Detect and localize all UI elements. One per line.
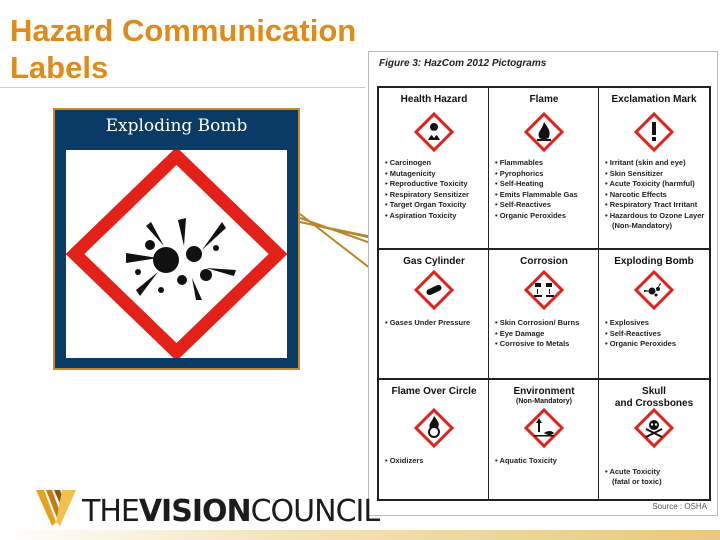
cell-title: Gas Cylinder <box>403 256 465 267</box>
pictogram-cell-flame: Flame Flammables Pyrophorics Self-Heatin… <box>489 88 599 248</box>
vision-council-logo: THEVISIONCOUNCIL <box>34 488 380 529</box>
cell-title: Flame Over Circle <box>391 386 477 397</box>
cell-title: Exclamation Mark <box>611 94 697 105</box>
cell-items: Irritant (skin and eye) Skin Sensitizer … <box>605 158 705 232</box>
list-item: Narcotic Effects <box>605 190 705 201</box>
grid-divider <box>488 88 489 499</box>
cell-items: Flammables Pyrophorics Self-Heating Emit… <box>495 158 595 221</box>
logo-mark-icon <box>36 490 76 526</box>
list-item: Carcinogen <box>385 158 485 169</box>
cell-items: Gases Under Pressure <box>385 318 485 329</box>
list-item: Hazardous to Ozone Layer (Non-Mandatory) <box>605 211 705 232</box>
source-caption: Source : OSHA <box>652 502 707 511</box>
pictogram-cell-gas-cylinder: Gas Cylinder Gases Under Pressure <box>379 250 489 378</box>
grid-divider <box>379 378 709 380</box>
grid-divider <box>598 88 599 499</box>
exploding-bomb-card: Exploding Bomb <box>53 108 300 370</box>
health-hazard-icon <box>414 112 454 152</box>
cell-items: Aquatic Toxicity <box>495 456 595 467</box>
cell-items: Oxidizers <box>385 456 485 467</box>
figure-title: Figure 3: HazCom 2012 Pictograms <box>379 58 547 69</box>
exploding-bomb-icon <box>634 270 674 310</box>
cell-items: Acute Toxicity (fatal or toxic) <box>605 456 705 498</box>
slide-title: Hazard Communication Labels <box>10 13 357 85</box>
pictogram-cell-flame-over-circle: Flame Over Circle Oxidizers <box>379 380 489 499</box>
skull-and-crossbones-icon <box>634 408 674 448</box>
list-item: Respiratory Tract Irritant <box>605 200 705 211</box>
list-item: Skin Corrosion/ Burns <box>495 318 595 329</box>
pictogram-cell-exploding-bomb: Exploding Bomb Explosives Self-Reactives… <box>599 250 709 378</box>
card-image-area <box>65 146 288 362</box>
cell-subtitle: (Non-Mandatory) <box>516 398 572 405</box>
list-item: Gases Under Pressure <box>385 318 485 329</box>
pictogram-cell-corrosion: Corrosion Skin Corrosion/ Burns Eye Dama… <box>489 250 599 378</box>
list-item: Reproductive Toxicity <box>385 179 485 190</box>
list-item: Target Organ Toxicity <box>385 200 485 211</box>
flame-over-circle-icon <box>414 408 454 448</box>
list-item: Corrosive to Metals <box>495 339 595 350</box>
card-title: Exploding Bomb <box>105 116 248 136</box>
cell-items: Skin Corrosion/ Burns Eye Damage Corrosi… <box>495 318 595 350</box>
flame-icon <box>524 112 564 152</box>
logo-text-vision: VISION <box>138 494 252 529</box>
environment-icon <box>524 408 564 448</box>
pictogram-cell-environment: Environment (Non-Mandatory) Aquatic Toxi… <box>489 380 599 499</box>
list-item: Flammables <box>495 158 595 169</box>
list-item: Organic Peroxides <box>495 211 595 222</box>
list-item: Oxidizers <box>385 456 485 467</box>
corrosion-icon <box>524 270 564 310</box>
exclamation-mark-icon <box>634 112 674 152</box>
list-item: Aspiration Toxicity <box>385 211 485 222</box>
cell-items: Carcinogen Mutagenicity Reproductive Tox… <box>385 158 485 221</box>
pictogram-cell-exclamation-mark: Exclamation Mark Irritant (skin and eye)… <box>599 88 709 248</box>
cell-title: Exploding Bomb <box>614 256 694 267</box>
list-item: Skin Sensitizer <box>605 169 705 180</box>
logo-text: THEVISIONCOUNCIL <box>82 494 380 529</box>
pictogram-grid: Health Hazard Carcinogen Mutagenicity Re… <box>377 86 711 501</box>
list-item: Acute Toxicity (fatal or toxic) <box>605 467 705 488</box>
list-item: Self-Reactives <box>495 200 595 211</box>
list-item: Organic Peroxides <box>605 339 705 350</box>
list-item: Pyrophorics <box>495 169 595 180</box>
list-item: Aquatic Toxicity <box>495 456 595 467</box>
pictogram-cell-health-hazard: Health Hazard Carcinogen Mutagenicity Re… <box>379 88 489 248</box>
list-item: Eye Damage <box>495 329 595 340</box>
exploding-bomb-icon <box>65 146 288 362</box>
cell-title: Environment <box>513 386 575 397</box>
cell-title: Skull and Crossbones <box>614 386 694 409</box>
list-item: Mutagenicity <box>385 169 485 180</box>
list-item: Explosives <box>605 318 705 329</box>
cell-title: Corrosion <box>520 256 568 267</box>
grid-divider <box>379 248 709 250</box>
cell-title: Flame <box>529 94 559 105</box>
cell-title: Health Hazard <box>400 94 468 105</box>
list-item: Emits Flammable Gas <box>495 190 595 201</box>
list-item: Irritant (skin and eye) <box>605 158 705 169</box>
list-item: Respiratory Sensitizer <box>385 190 485 201</box>
logo-text-the: THE <box>82 494 140 529</box>
bottom-band <box>0 530 720 540</box>
list-item: Self-Reactives <box>605 329 705 340</box>
logo-text-council: COUNCIL <box>250 494 380 529</box>
hazcom-figure: Figure 3: HazCom 2012 Pictograms Health … <box>368 51 718 516</box>
pictogram-cell-skull-and-crossbones: Skull and Crossbones Acute Toxicity (fat… <box>599 380 709 499</box>
gas-cylinder-icon <box>414 270 454 310</box>
list-item: Acute Toxicity (harmful) <box>605 179 705 190</box>
list-item: Self-Heating <box>495 179 595 190</box>
cell-items: Explosives Self-Reactives Organic Peroxi… <box>605 318 705 350</box>
title-divider <box>0 87 365 88</box>
